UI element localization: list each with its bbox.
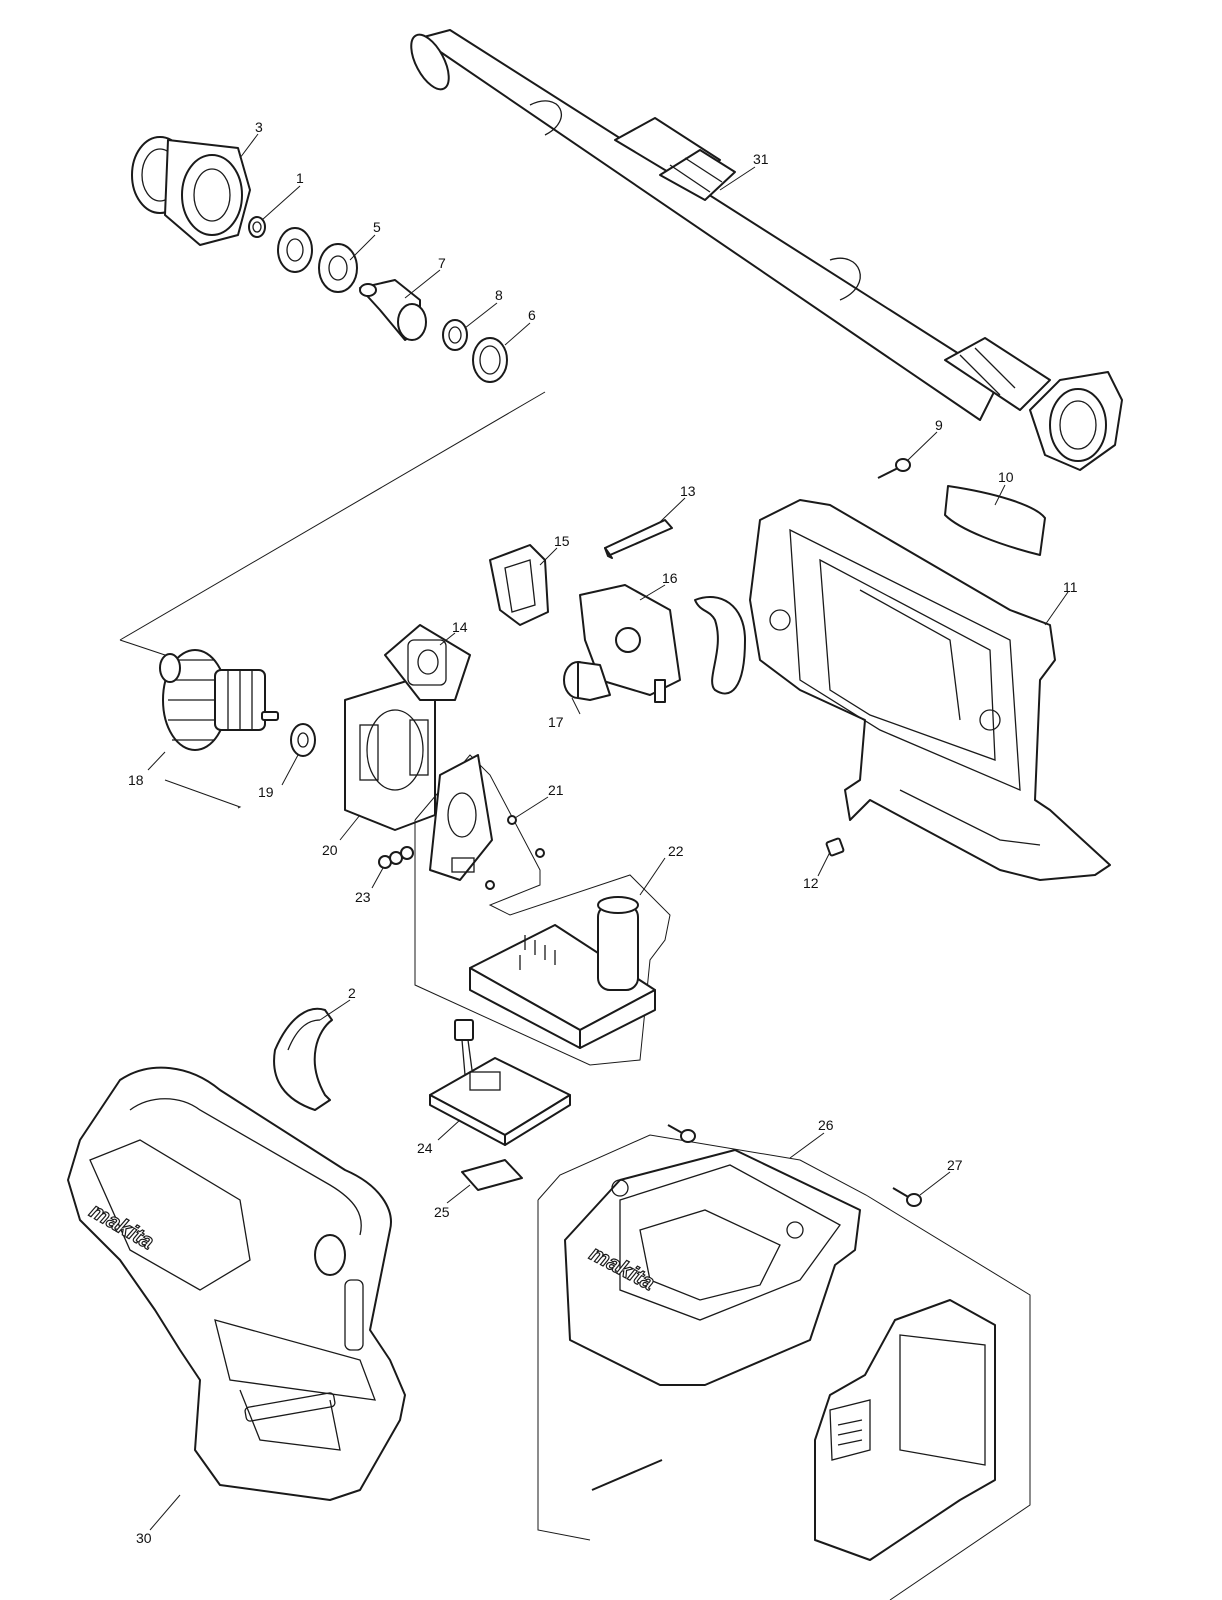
clip [825, 837, 845, 857]
part-label-11: 11 [1063, 579, 1078, 595]
lock-button [604, 519, 673, 559]
part-label-1: 1 [296, 170, 304, 186]
name-plate [944, 485, 1046, 556]
part-label-31: 31 [753, 151, 769, 167]
sensor-plate [429, 754, 545, 890]
part-label-5: 5 [373, 219, 381, 235]
battery-side-cover [814, 1299, 996, 1561]
wire-harness [694, 595, 746, 695]
stator [344, 679, 436, 831]
screw-27 [892, 1187, 922, 1207]
switch-rubber [489, 544, 549, 626]
main-housing: makita [67, 1066, 406, 1501]
trigger [563, 661, 611, 701]
part-label-30: 30 [136, 1530, 152, 1546]
part-label-17: 17 [548, 714, 564, 730]
screw-9 [877, 458, 911, 479]
part-label-27: 27 [947, 1157, 963, 1173]
end-housing [131, 136, 251, 246]
switch-cover [384, 624, 471, 701]
part-label-22: 22 [668, 843, 684, 859]
part-label-20: 20 [322, 842, 338, 858]
part-label-15: 15 [554, 533, 570, 549]
armature-bearing [290, 723, 316, 757]
screw-27-b [667, 1124, 696, 1143]
part-label-3: 3 [255, 119, 263, 135]
leader-lines [147, 133, 1069, 1531]
screw-set-23 [378, 846, 414, 869]
circuit-board [429, 1019, 571, 1146]
battery-cover: makita [564, 1149, 861, 1386]
handle-cover [273, 1007, 333, 1111]
rubber-ring [472, 337, 508, 383]
part-label-2: 2 [348, 985, 356, 1001]
nozzle-tube [410, 29, 1123, 471]
fan-spindle [359, 279, 427, 341]
part-label-7: 7 [438, 255, 446, 271]
armature [159, 649, 279, 751]
retaining-ring [248, 216, 266, 238]
housing-frame [749, 499, 1111, 881]
part-label-21: 21 [548, 782, 564, 798]
spacer-collar [442, 319, 468, 351]
part-label-23: 23 [355, 889, 371, 905]
part-label-24: 24 [417, 1140, 433, 1156]
ball-bearing-pair [277, 227, 358, 293]
part-label-12: 12 [803, 875, 819, 891]
part-label-25: 25 [434, 1204, 450, 1220]
part-label-16: 16 [662, 570, 678, 586]
part-label-9: 9 [935, 417, 943, 433]
part-label-19: 19 [258, 784, 274, 800]
switch [579, 584, 681, 703]
part-label-26: 26 [818, 1117, 834, 1133]
part-label-18: 18 [128, 772, 144, 788]
part-label-14: 14 [452, 619, 468, 635]
part-label-8: 8 [495, 287, 503, 303]
part-label-13: 13 [680, 483, 696, 499]
part-number-labels: 1 2 3 5 6 7 8 9 10 11 12 13 14 15 16 17 … [128, 119, 1078, 1546]
insulation-pad [461, 1159, 523, 1191]
controller [469, 896, 656, 1049]
part-label-6: 6 [528, 307, 536, 323]
hinge-pin [591, 1459, 663, 1491]
part-label-10: 10 [998, 469, 1014, 485]
